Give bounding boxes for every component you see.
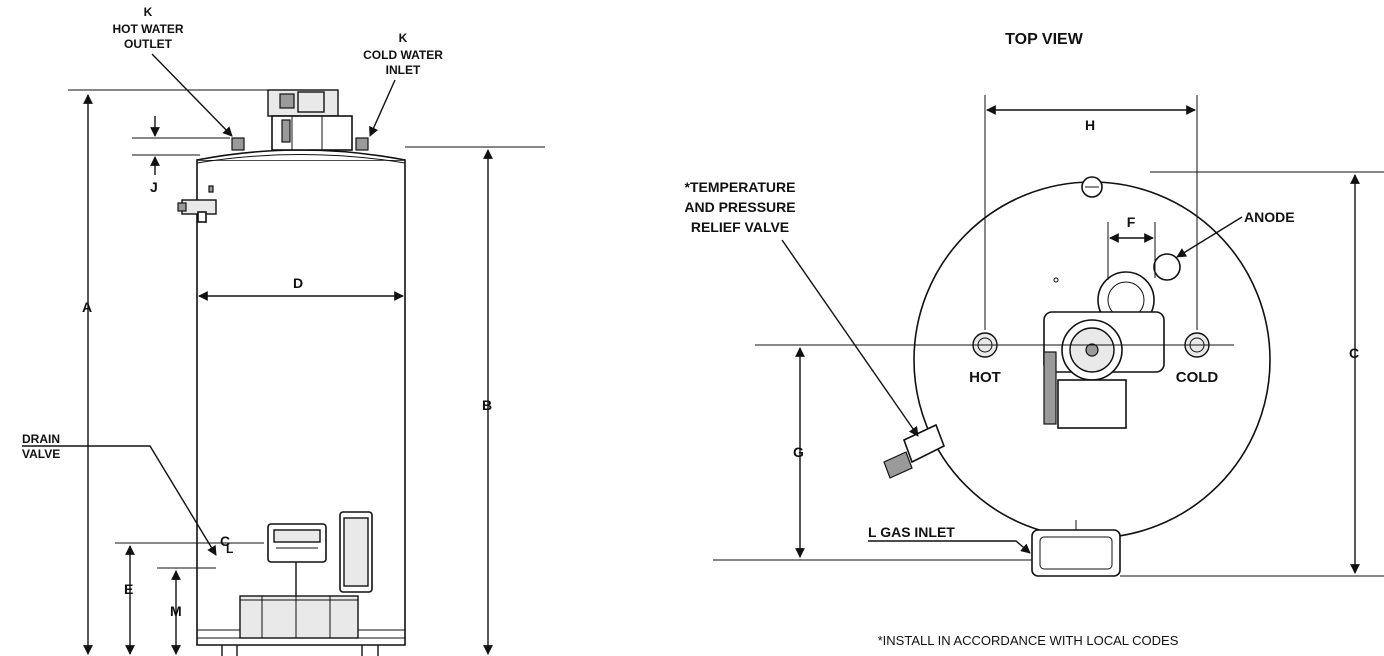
gas-centerline-sub-label: L bbox=[226, 542, 233, 556]
gas-control bbox=[267, 523, 327, 596]
tank-body bbox=[196, 149, 406, 656]
hot-outlet-fitting bbox=[231, 137, 245, 151]
footnote: *INSTALL IN ACCORDANCE WITH LOCAL CODES bbox=[878, 633, 1179, 648]
dimension-m-label: M bbox=[170, 603, 182, 619]
combustion-shield bbox=[239, 595, 359, 639]
tp-valve-top bbox=[883, 423, 946, 479]
tp-valve-side bbox=[177, 185, 217, 223]
tp-valve-line1: *TEMPERATURE bbox=[685, 179, 796, 195]
hot-outlet-line2: OUTLET bbox=[124, 37, 173, 51]
dimension-j-label: J bbox=[150, 179, 158, 195]
hot-outlet-line1: HOT WATER bbox=[112, 22, 183, 36]
gas-centerline-label: C bbox=[220, 533, 230, 549]
dimension-g-label: G bbox=[793, 444, 804, 460]
top-view: TOP VIEW HOT COLD bbox=[684, 31, 1384, 648]
tp-valve-line2: AND PRESSURE bbox=[684, 199, 795, 215]
dimension-c-label: C bbox=[1349, 345, 1359, 361]
flue-assembly bbox=[267, 89, 353, 151]
hot-outlet-letter: K bbox=[144, 5, 153, 19]
cold-inlet-line1: COLD WATER bbox=[363, 48, 443, 62]
dimension-f-label: F bbox=[1127, 214, 1136, 230]
anode-label: ANODE bbox=[1244, 209, 1295, 225]
gas-inlet-box bbox=[1031, 520, 1121, 577]
cold-inlet-letter: K bbox=[399, 31, 408, 45]
hot-label: HOT bbox=[969, 369, 1001, 386]
dimension-a-label: A bbox=[82, 299, 92, 315]
cold-inlet-line2: INLET bbox=[386, 63, 421, 77]
top-view-title: TOP VIEW bbox=[1005, 31, 1084, 48]
burner-access-door bbox=[339, 511, 373, 593]
gas-inlet-label: L GAS INLET bbox=[868, 524, 955, 540]
side-view: A B J D E M C L K HOT WATER OUTLET K COL… bbox=[22, 5, 545, 656]
dimension-b-label: B bbox=[482, 397, 492, 413]
cold-label: COLD bbox=[1176, 369, 1219, 386]
drain-valve-line1: DRAIN bbox=[22, 432, 60, 446]
dimension-h-label: H bbox=[1085, 117, 1095, 133]
flue-assembly-top bbox=[1043, 271, 1165, 429]
anode-port bbox=[1153, 253, 1181, 281]
cold-inlet-fitting bbox=[355, 137, 369, 151]
dimension-d-label: D bbox=[293, 275, 303, 291]
dimension-e-label: E bbox=[124, 581, 133, 597]
drain-valve-line2: VALVE bbox=[22, 447, 60, 461]
tp-valve-line3: RELIEF VALVE bbox=[691, 219, 789, 235]
